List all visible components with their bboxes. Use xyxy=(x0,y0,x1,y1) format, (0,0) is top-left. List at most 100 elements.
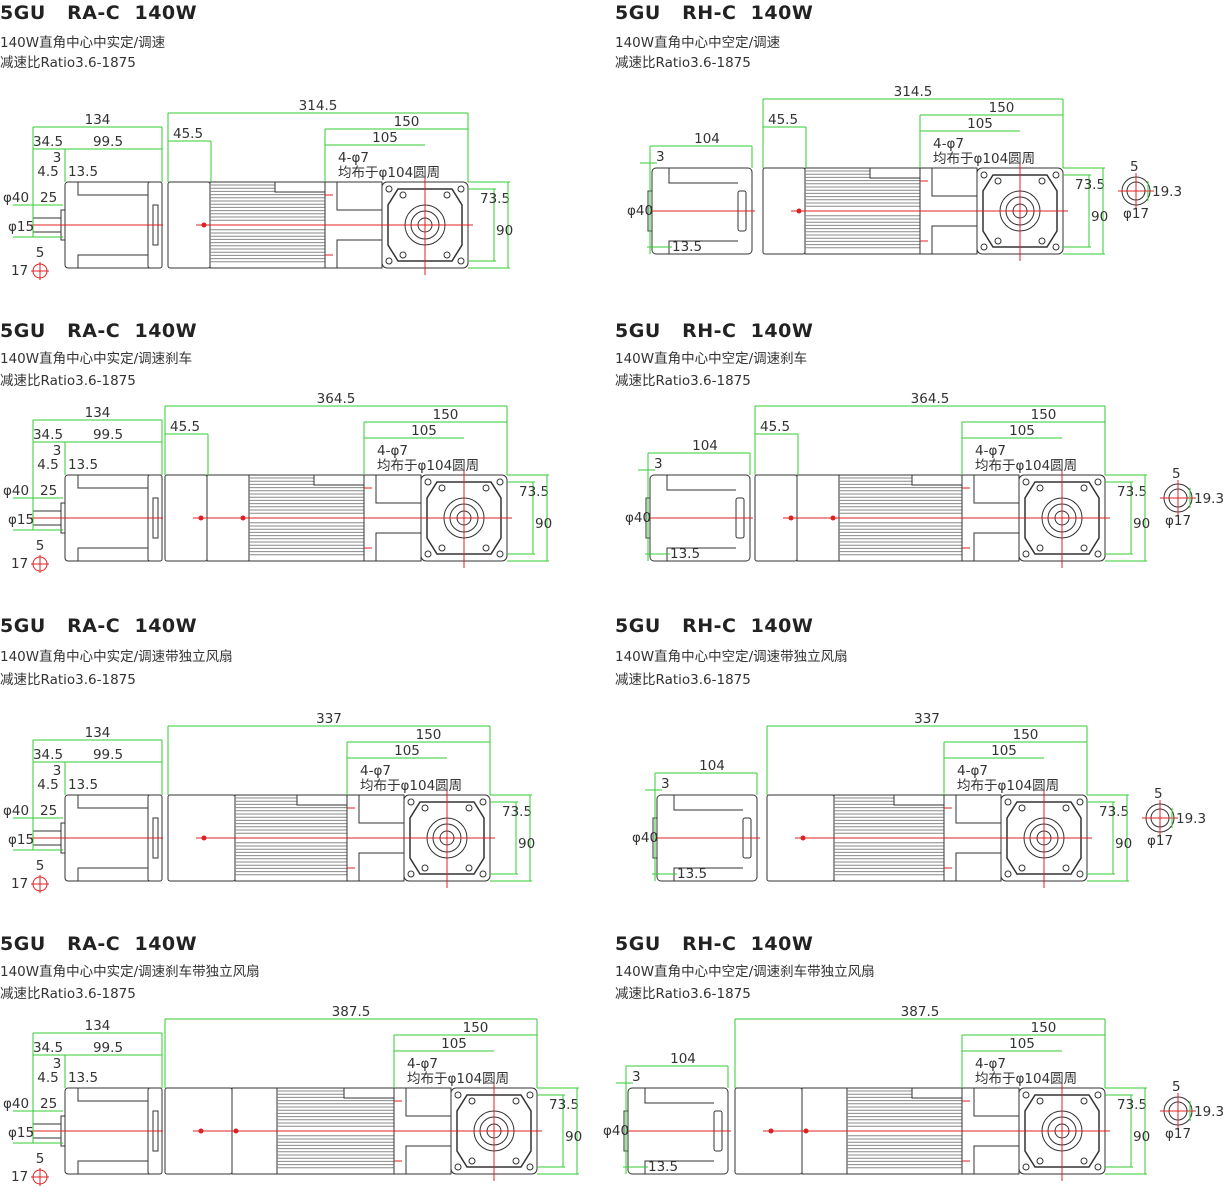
dimension-label: 90 xyxy=(518,836,535,852)
terminal-strip xyxy=(911,474,963,486)
mounting-hole-icon xyxy=(1062,804,1070,812)
dimension-label: 99.5 xyxy=(93,747,123,763)
dimension-label: 5 xyxy=(1154,786,1163,802)
dimension-label: 均布于φ104圆周 xyxy=(360,778,462,794)
body-step xyxy=(77,182,148,268)
dimension-label: 134 xyxy=(85,1018,111,1034)
mounting-hole-icon xyxy=(1094,478,1102,486)
dimension-label: 13.5 xyxy=(677,866,707,882)
dimension-label: 105 xyxy=(967,116,993,132)
dimension-label: 均布于φ104圆周 xyxy=(407,1071,509,1087)
mounting-hole-icon xyxy=(1080,484,1088,492)
dimension-label: 387.5 xyxy=(901,1004,940,1020)
dimension-label: 90 xyxy=(1115,836,1132,852)
panel-subtitle: 140W直角中心中空定/调速带独立风扇 xyxy=(615,649,848,665)
dimension-label: 337 xyxy=(316,711,342,727)
dimension-label: 5 xyxy=(36,245,45,261)
panel-subtitle: 140W直角中心中空定/调速刹车带独立风扇 xyxy=(615,964,875,980)
dimension-label: 4-φ7 xyxy=(377,443,408,459)
mounting-hole-icon xyxy=(407,798,415,806)
dimension-label: 5 xyxy=(36,1151,45,1167)
dimension-label: 364.5 xyxy=(911,391,950,407)
mounting-hole-icon xyxy=(526,1163,534,1171)
face-octagon xyxy=(456,1094,532,1168)
dimension-label: 34.5 xyxy=(33,427,63,443)
dimension-label: φ17 xyxy=(1123,206,1149,222)
terminal-strip xyxy=(296,794,348,806)
dimension-label: 150 xyxy=(989,100,1015,116)
mounting-hole-icon xyxy=(1036,544,1044,552)
gearbox-step xyxy=(336,182,382,268)
panel-drawing-rh-plain: 1043φ4013.5519.3φ17314.545.51501054-φ7均布… xyxy=(627,84,1182,261)
dimension-label: 均布于φ104圆周 xyxy=(338,165,440,181)
mounting-hole-icon xyxy=(1038,237,1046,245)
panel-title: 5GU RH-C 140W xyxy=(615,933,814,955)
body-step xyxy=(668,168,738,254)
dimension-label: 105 xyxy=(441,1036,467,1052)
body-step xyxy=(644,1088,714,1174)
dimension-label: 105 xyxy=(394,743,420,759)
dimension-label: 73.5 xyxy=(549,1097,579,1113)
dimension-label: 4-φ7 xyxy=(957,763,988,779)
dimension-label: 4.5 xyxy=(37,457,58,473)
dimension-label: 5 xyxy=(36,858,45,874)
ratio-label: 减速比Ratio3.6-1875 xyxy=(0,986,136,1002)
mounting-hole-icon xyxy=(407,870,415,878)
ratio-label: 减速比Ratio3.6-1875 xyxy=(0,373,136,389)
mounting-hole-icon xyxy=(1094,550,1102,558)
mounting-hole-icon xyxy=(468,1097,476,1105)
face-octagon xyxy=(982,174,1058,248)
terminal-strip xyxy=(911,1087,963,1099)
gearbox-step xyxy=(973,1088,1019,1174)
terminal-strip xyxy=(313,474,365,486)
dimension-label: 13.5 xyxy=(68,164,98,180)
mounting-hole-icon xyxy=(421,804,429,812)
body-step xyxy=(666,475,736,561)
dimension-label: 3 xyxy=(53,150,62,166)
panel-title: 5GU RA-C 140W xyxy=(0,615,198,637)
dimension-label: 45.5 xyxy=(760,419,790,435)
dimension-label: φ15 xyxy=(8,219,34,235)
gearbox-step xyxy=(955,795,1001,881)
panel-subtitle: 140W直角中心中空定/调速刹车 xyxy=(615,351,808,367)
mounting-hole-icon xyxy=(1062,864,1070,872)
dimension-label: 73.5 xyxy=(1075,177,1105,193)
mounting-hole-icon xyxy=(512,1097,520,1105)
dimension-label: φ40 xyxy=(632,830,658,846)
mounting-hole-icon xyxy=(399,251,407,259)
ratio-label: 减速比Ratio3.6-1875 xyxy=(615,986,751,1002)
dimension-label: 25 xyxy=(40,483,57,499)
dimension-label: 4.5 xyxy=(37,164,58,180)
dimension-label: 25 xyxy=(40,803,57,819)
dimension-label: 4-φ7 xyxy=(407,1056,438,1072)
dimension-label: 13.5 xyxy=(68,777,98,793)
dimension-label: 104 xyxy=(694,131,720,147)
dimension-label: φ17 xyxy=(1165,1126,1191,1142)
dimension-label: 5 xyxy=(1172,1079,1181,1095)
mounting-hole-icon xyxy=(468,1157,476,1165)
mounting-hole-icon xyxy=(496,550,504,558)
mounting-hole-icon xyxy=(1036,1157,1044,1165)
mounting-hole-icon xyxy=(1036,1097,1044,1105)
mounting-hole-icon xyxy=(1038,177,1046,185)
dimension-label: 13.5 xyxy=(68,457,98,473)
dimension-label: 4.5 xyxy=(37,1070,58,1086)
terminal-strip xyxy=(893,794,945,806)
dimension-label: 99.5 xyxy=(93,427,123,443)
dimension-label: 90 xyxy=(496,223,513,239)
dimension-label: 13.5 xyxy=(672,239,702,255)
dimension-label: 150 xyxy=(1013,727,1039,743)
dimension-label: 25 xyxy=(40,190,57,206)
ratio-label: 减速比Ratio3.6-1875 xyxy=(0,55,136,71)
ratio-label: 减速比Ratio3.6-1875 xyxy=(0,672,136,688)
mounting-hole-icon xyxy=(1094,1091,1102,1099)
panel-title: 5GU RA-C 140W xyxy=(0,2,198,24)
